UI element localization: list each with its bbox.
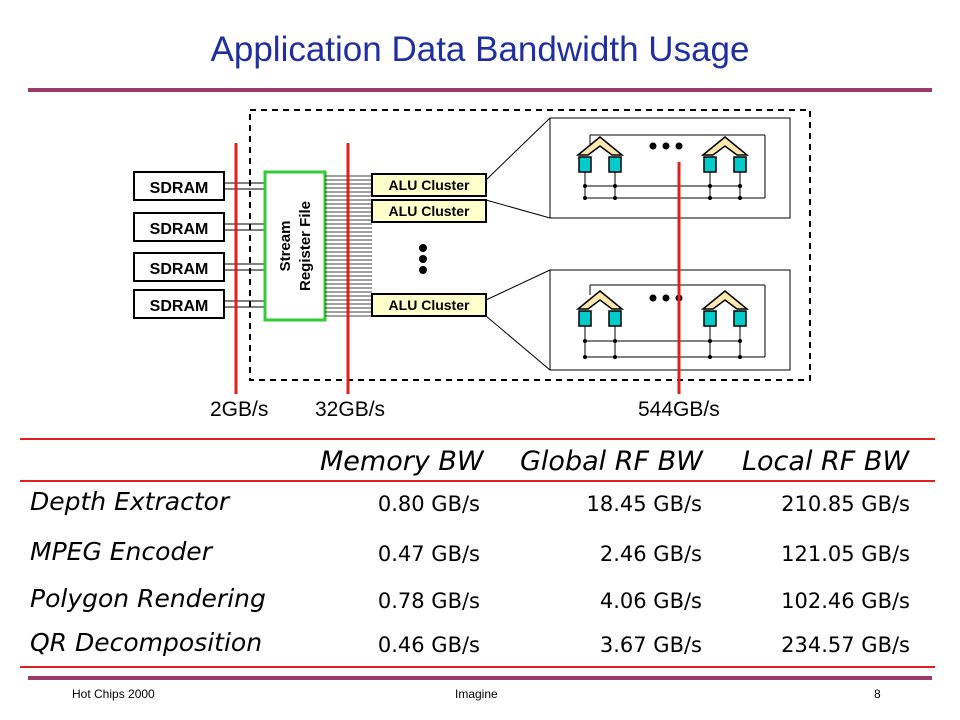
- table-header-rule: [20, 480, 935, 482]
- cluster-detail-lower: [549, 269, 791, 371]
- ellipsis-dots-horizontal: [649, 142, 683, 150]
- row-name: Depth Extractor: [30, 487, 230, 516]
- memory-wires: [224, 182, 265, 308]
- alu-unit-icon: [575, 136, 625, 156]
- srf-label-line1: Stream: [277, 221, 294, 272]
- local-rf-bw-value: 121.05 GB/s: [781, 542, 910, 566]
- memory-bw-label: 2GB/s: [210, 398, 269, 421]
- sdram-box: [133, 171, 225, 201]
- register-icon: [703, 310, 717, 327]
- slide-title: Application Data Bandwidth Usage: [210, 30, 750, 69]
- local-rf-bw-value: 210.85 GB/s: [781, 492, 910, 516]
- sdram-label: SDRAM: [150, 180, 209, 197]
- alu-cluster-box: [371, 199, 487, 223]
- chip-boundary: [249, 109, 811, 381]
- alu-cluster-box: [371, 293, 487, 317]
- register-icon: [733, 310, 747, 327]
- memory-bw-value: 0.80 GB/s: [377, 492, 480, 516]
- alu-unit-icon: [700, 290, 750, 310]
- sdram-group: SDRAM SDRAM SDRAM SDRAM: [133, 171, 225, 319]
- table-bottom-rule: [20, 666, 935, 668]
- table-top-rule: [20, 438, 935, 440]
- zoom-lines: [485, 117, 551, 371]
- sdram-label: SDRAM: [150, 221, 209, 238]
- register-icon: [578, 156, 592, 173]
- row-name: Polygon Rendering: [30, 584, 266, 613]
- alu-unit-icon: [700, 136, 750, 156]
- alu-cluster-label: ALU Cluster: [389, 203, 470, 219]
- memory-bw-value: 0.46 GB/s: [377, 633, 480, 657]
- sdram-box: [133, 289, 225, 319]
- global-rf-bw-label: 32GB/s: [315, 398, 386, 421]
- stream-register-file: [263, 170, 327, 322]
- sdram-label: SDRAM: [150, 261, 209, 278]
- alu-cluster-box: [371, 173, 487, 197]
- srf-label-line2: Register File: [297, 201, 314, 291]
- register-icon: [608, 310, 622, 327]
- sdram-box: [133, 252, 225, 282]
- col-header-memory-bw: Memory BW: [320, 446, 484, 477]
- memory-bw-value: 0.47 GB/s: [377, 542, 480, 566]
- ellipsis-dots-vertical: [419, 244, 427, 274]
- register-icon: [733, 156, 747, 173]
- sdram-box: [133, 212, 225, 242]
- footer-left-text: Hot Chips 2000: [72, 687, 155, 701]
- local-rf-bw-value: 102.46 GB/s: [781, 589, 910, 613]
- col-header-local-rf-bw: Local RF BW: [742, 446, 910, 477]
- memory-bw-value: 0.78 GB/s: [377, 589, 480, 613]
- architecture-diagram: SDRAM SDRAM SDRAM SDRAM Stream Register …: [133, 109, 811, 394]
- register-icon: [608, 156, 622, 173]
- global-rf-bw-value: 3.67 GB/s: [599, 633, 702, 657]
- row-name: MPEG Encoder: [30, 537, 212, 566]
- local-rf-bw-value: 234.57 GB/s: [781, 633, 910, 657]
- global-rf-bw-value: 4.06 GB/s: [599, 589, 702, 613]
- alu-cluster-label: ALU Cluster: [389, 177, 470, 193]
- global-rf-bw-value: 2.46 GB/s: [599, 542, 702, 566]
- register-icon: [703, 156, 717, 173]
- row-name: QR Decomposition: [30, 628, 263, 657]
- register-icon: [578, 310, 592, 327]
- footer-divider: [28, 676, 932, 680]
- footer-center-text: Imagine: [455, 687, 498, 701]
- alu-cluster-label: ALU Cluster: [389, 297, 470, 313]
- cluster-detail-upper: [549, 117, 791, 219]
- page-number: 8: [874, 687, 881, 701]
- global-rf-bw-value: 18.45 GB/s: [586, 492, 703, 516]
- alu-unit-icon: [575, 290, 625, 310]
- local-rf-bw-label: 544GB/s: [638, 398, 720, 421]
- title-divider: [28, 88, 932, 92]
- col-header-global-rf-bw: Global RF BW: [520, 446, 703, 477]
- sdram-label: SDRAM: [150, 298, 209, 315]
